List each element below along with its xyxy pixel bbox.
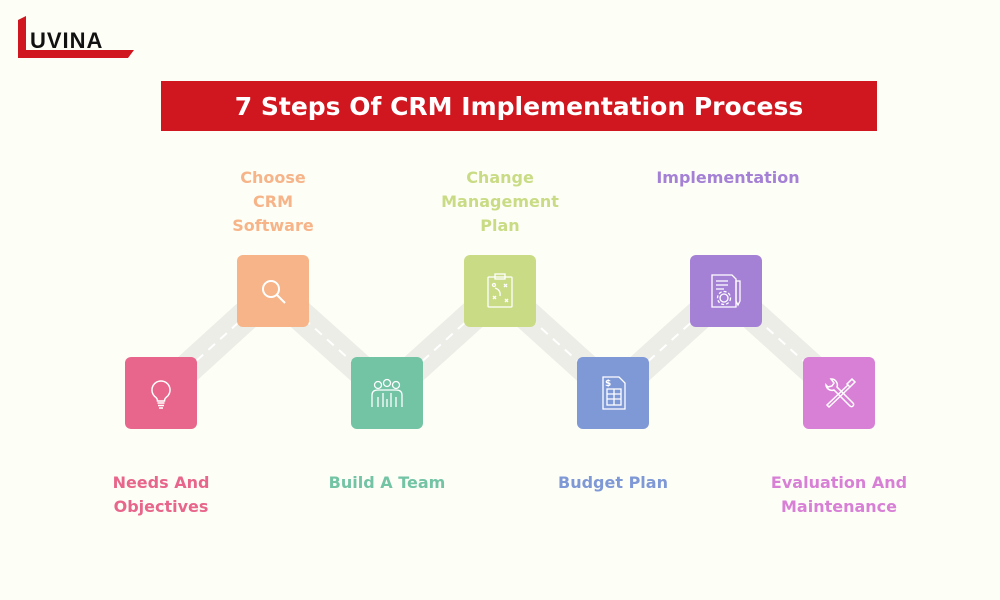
page-title: 7 Steps Of CRM Implementation Process — [161, 81, 877, 131]
lightbulb-icon — [151, 380, 171, 409]
step-box-implementation — [690, 255, 762, 327]
step-label-implementation: Implementation — [656, 168, 800, 187]
step-box-evaluation — [803, 357, 875, 429]
svg-text:$: $ — [605, 379, 611, 389]
step-label-choose-crm: Choose CRM Software — [232, 168, 314, 235]
step-box-team — [351, 357, 423, 429]
step-label-team: Build A Team — [328, 473, 446, 492]
luvina-logo: UVINA — [18, 16, 134, 58]
title-text: 7 Steps Of CRM Implementation Process — [234, 91, 804, 121]
budget-sheet-icon: $ — [602, 376, 626, 410]
step-label-budget: Budget Plan — [558, 473, 668, 492]
search-icon — [262, 280, 286, 304]
step-label-change-management: Change Management Plan — [441, 168, 559, 235]
clipboard-strategy-icon — [487, 273, 513, 308]
tools-icon — [825, 377, 857, 409]
step-box-choose-crm — [237, 255, 309, 327]
svg-text:UVINA: UVINA — [30, 28, 103, 53]
document-gear-icon — [711, 274, 741, 308]
step-box-needs — [125, 357, 197, 429]
step-label-evaluation: Evaluation And Maintenance — [770, 473, 908, 516]
step-box-change-management — [464, 255, 536, 327]
team-icon — [371, 378, 403, 407]
step-label-needs: Needs And Objectives — [112, 473, 210, 516]
step-box-budget: $ — [577, 357, 649, 429]
